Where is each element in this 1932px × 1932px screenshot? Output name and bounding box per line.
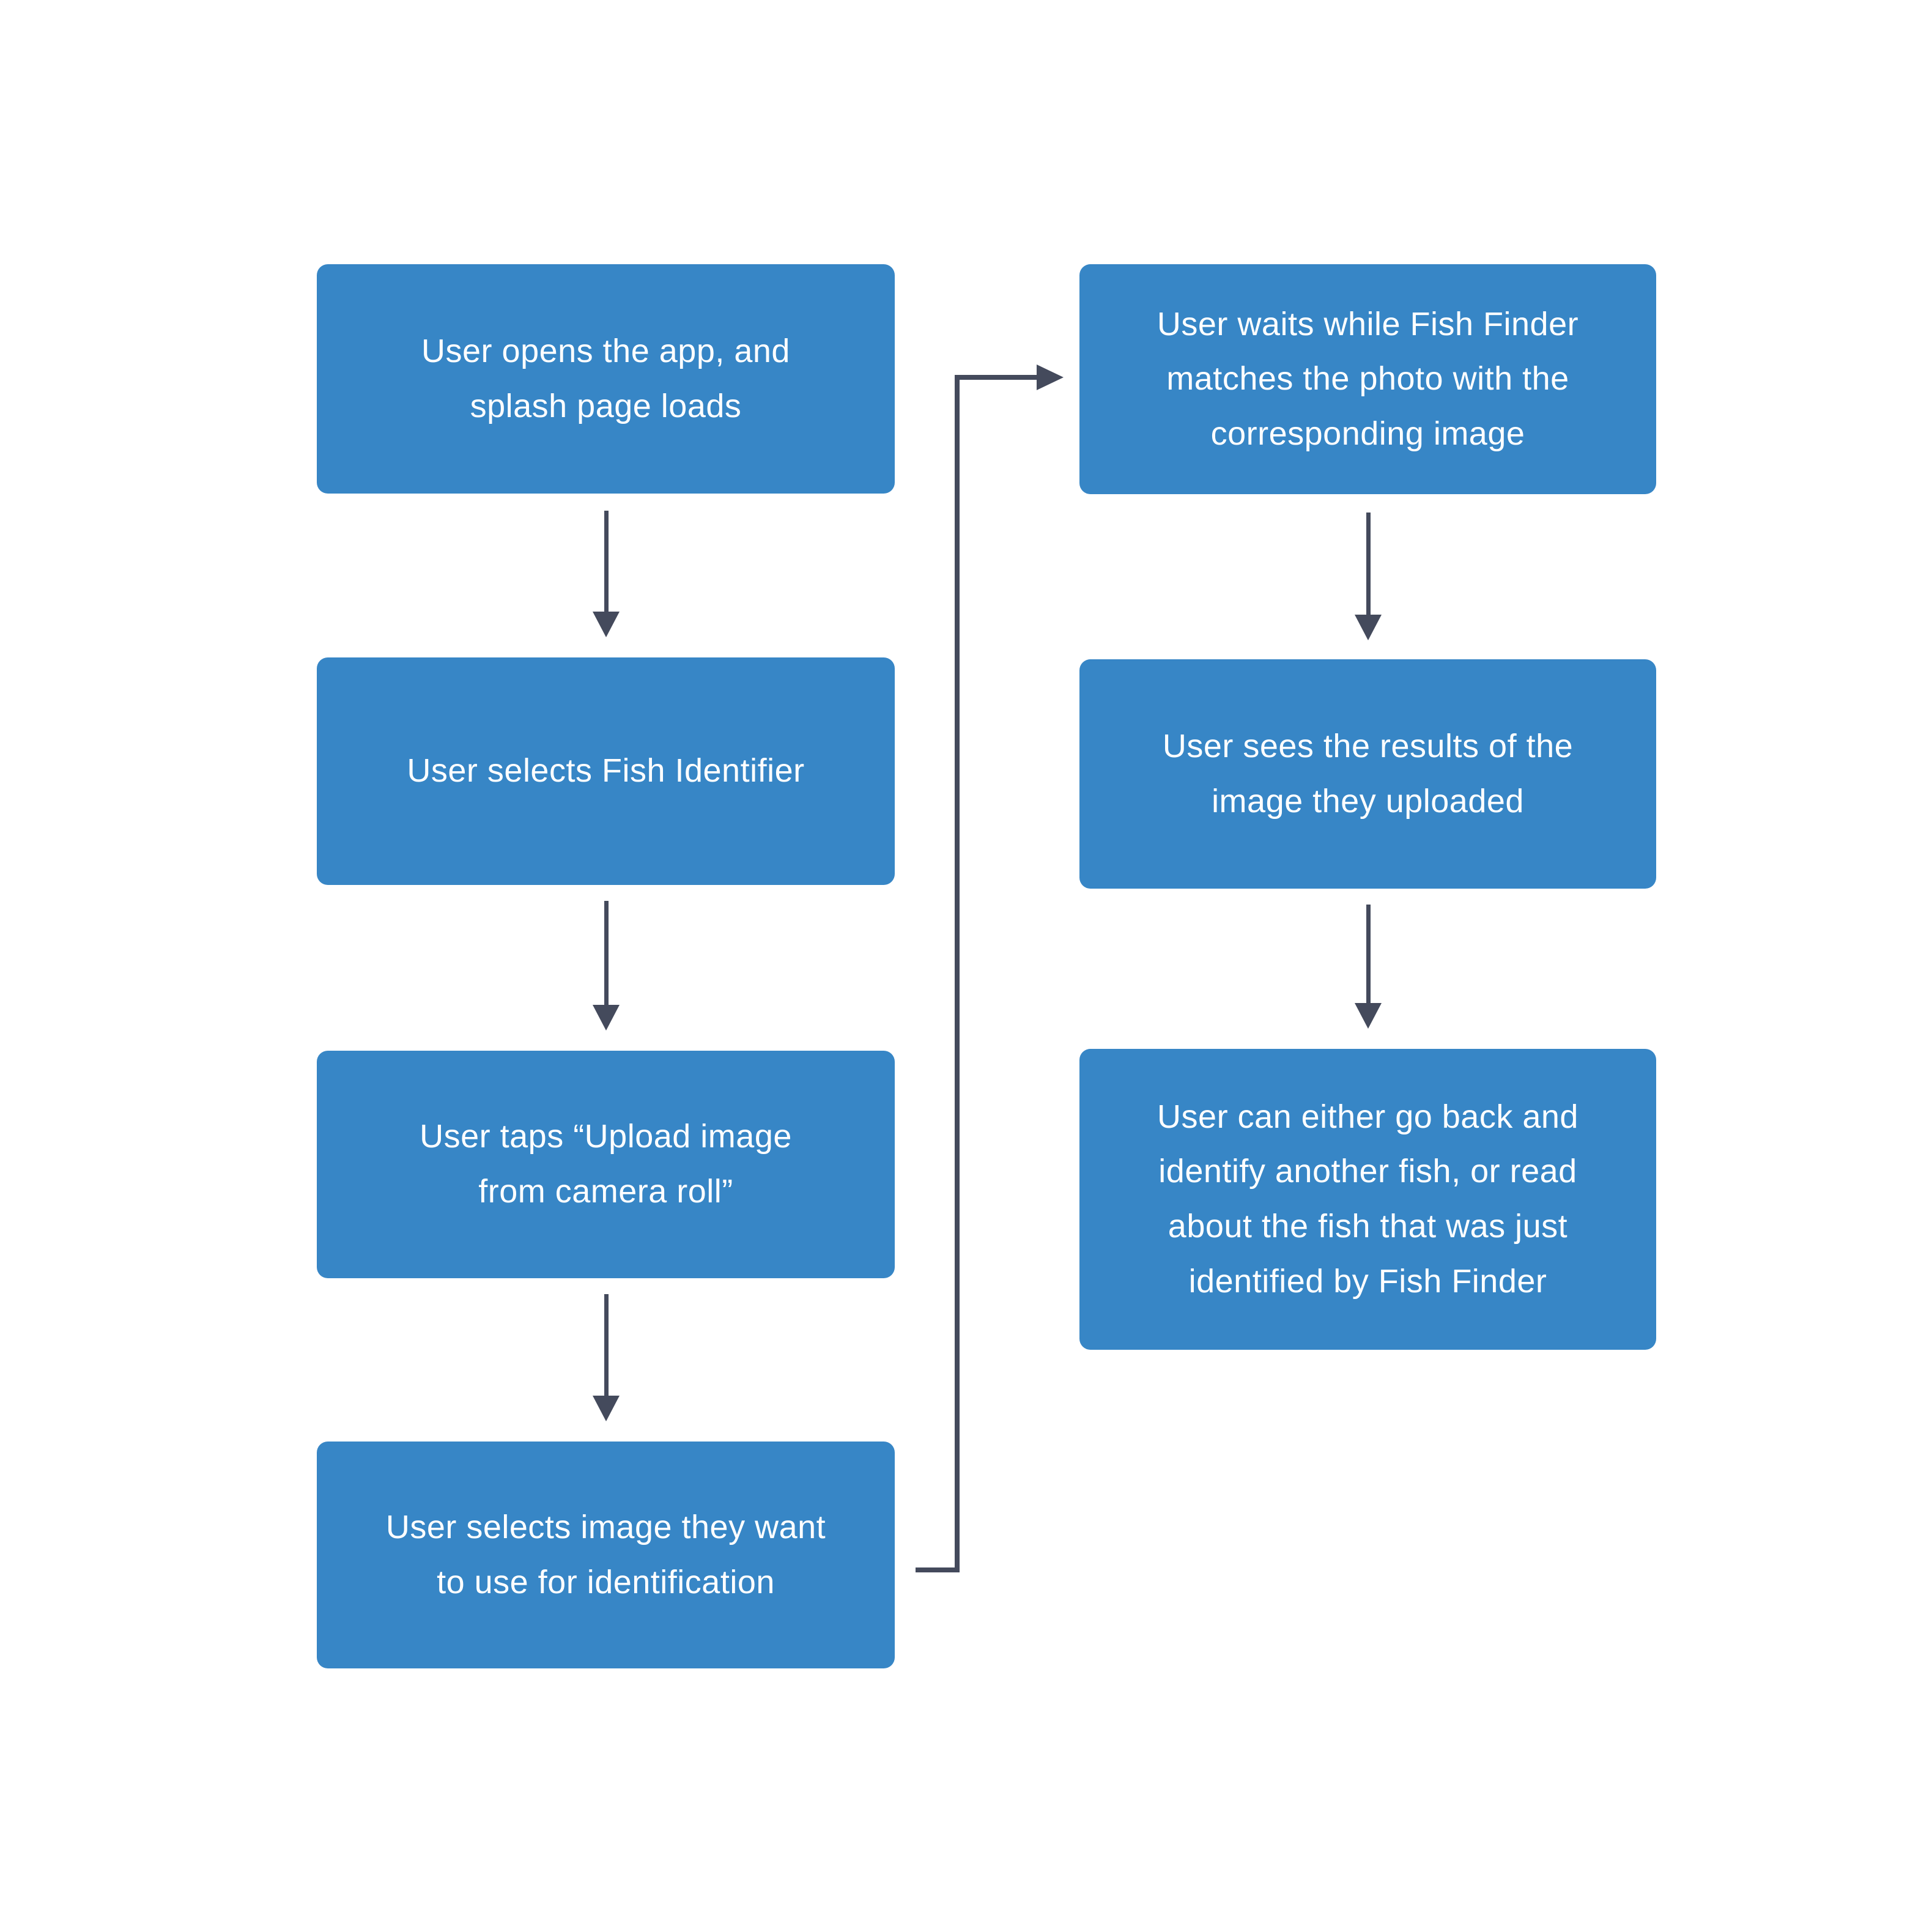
flow-node-see-results: User sees the results of the image they … bbox=[1079, 659, 1656, 889]
connector-top-run bbox=[955, 375, 1037, 380]
arrowhead-down-icon bbox=[593, 1396, 620, 1421]
flow-node-label: User sees the results of the image they … bbox=[1162, 727, 1574, 820]
arrowhead-down-icon bbox=[593, 1005, 620, 1031]
arrow-shaft bbox=[1366, 513, 1371, 615]
flow-node-label: User taps “Upload image from camera roll… bbox=[420, 1118, 792, 1210]
flow-node-label: User waits while Fish Finder matches the… bbox=[1157, 305, 1579, 452]
connector-vertical-riser bbox=[955, 375, 960, 1572]
arrow-down-results-to-go-back bbox=[1355, 905, 1382, 1029]
flow-node-wait-matching: User waits while Fish Finder matches the… bbox=[1079, 264, 1656, 494]
arrow-down-wait-to-results bbox=[1355, 513, 1382, 640]
connector-bottom-stub bbox=[916, 1567, 960, 1572]
arrow-shaft bbox=[604, 1294, 609, 1396]
arrowhead-down-icon bbox=[593, 612, 620, 637]
arrow-shaft bbox=[604, 901, 609, 1005]
flow-node-label: User selects Fish Identifier bbox=[407, 752, 805, 790]
arrow-shaft bbox=[1366, 905, 1371, 1003]
arrow-shaft bbox=[604, 511, 609, 612]
flow-node-select-image: User selects image they want to use for … bbox=[317, 1442, 895, 1668]
arrowhead-down-icon bbox=[1355, 615, 1382, 640]
flow-node-label: User selects image they want to use for … bbox=[385, 1508, 826, 1601]
flow-node-tap-upload-image: User taps “Upload image from camera roll… bbox=[317, 1051, 895, 1278]
arrowhead-down-icon bbox=[1355, 1003, 1382, 1029]
flow-node-go-back-or-read: User can either go back and identify ano… bbox=[1079, 1049, 1656, 1350]
arrow-down-tap-upload-to-select-image bbox=[593, 1294, 620, 1421]
arrow-down-open-app-to-select bbox=[593, 511, 620, 637]
flow-node-label: User can either go back and identify ano… bbox=[1157, 1098, 1579, 1300]
arrowhead-right-icon bbox=[1037, 365, 1064, 390]
flow-node-select-fish-identifier: User selects Fish Identifier bbox=[317, 657, 895, 885]
arrow-down-select-to-tap-upload bbox=[593, 901, 620, 1031]
flow-node-label: User opens the app, and splash page load… bbox=[421, 332, 790, 424]
flow-node-open-app: User opens the app, and splash page load… bbox=[317, 264, 895, 494]
